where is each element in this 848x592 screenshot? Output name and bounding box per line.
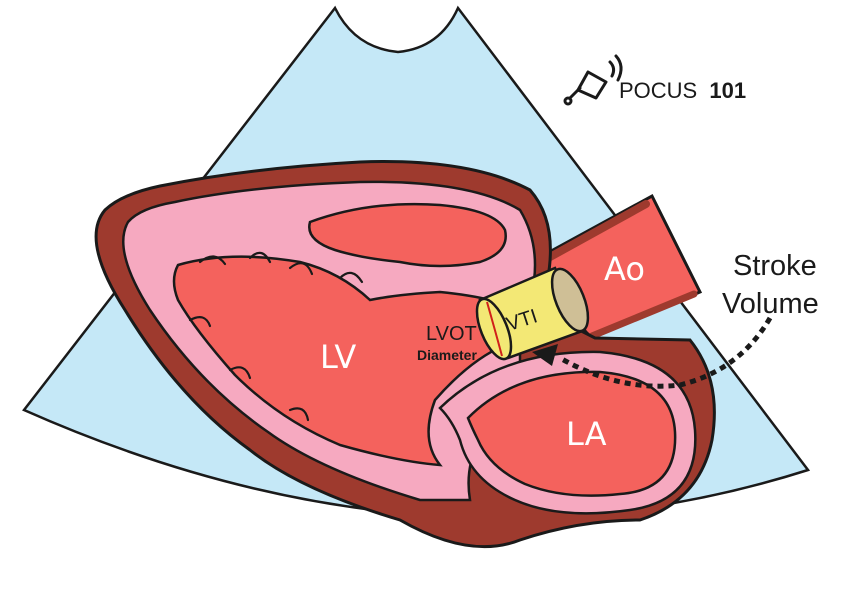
label-volume: Volume	[722, 288, 819, 320]
lv-upper-cavity	[308, 202, 507, 268]
label-lvot: LVOT	[426, 323, 477, 345]
label-diameter: Diameter	[417, 347, 477, 363]
label-la: LA	[566, 415, 607, 453]
trabeculae	[188, 251, 364, 422]
label-stroke: Stroke	[733, 250, 817, 282]
dashed-curved-arrow-icon	[532, 316, 773, 389]
label-ao: Ao	[604, 250, 645, 288]
brand-word: POCUS	[619, 78, 697, 103]
left-atrium	[438, 350, 697, 515]
lv-cavity	[172, 255, 507, 467]
brand-name: POCUS 101	[619, 78, 746, 103]
ultrasound-probe-icon	[563, 54, 623, 106]
brand-number: 101	[709, 78, 746, 103]
vti-cylinder	[475, 266, 590, 361]
label-lv: LV	[320, 338, 356, 376]
